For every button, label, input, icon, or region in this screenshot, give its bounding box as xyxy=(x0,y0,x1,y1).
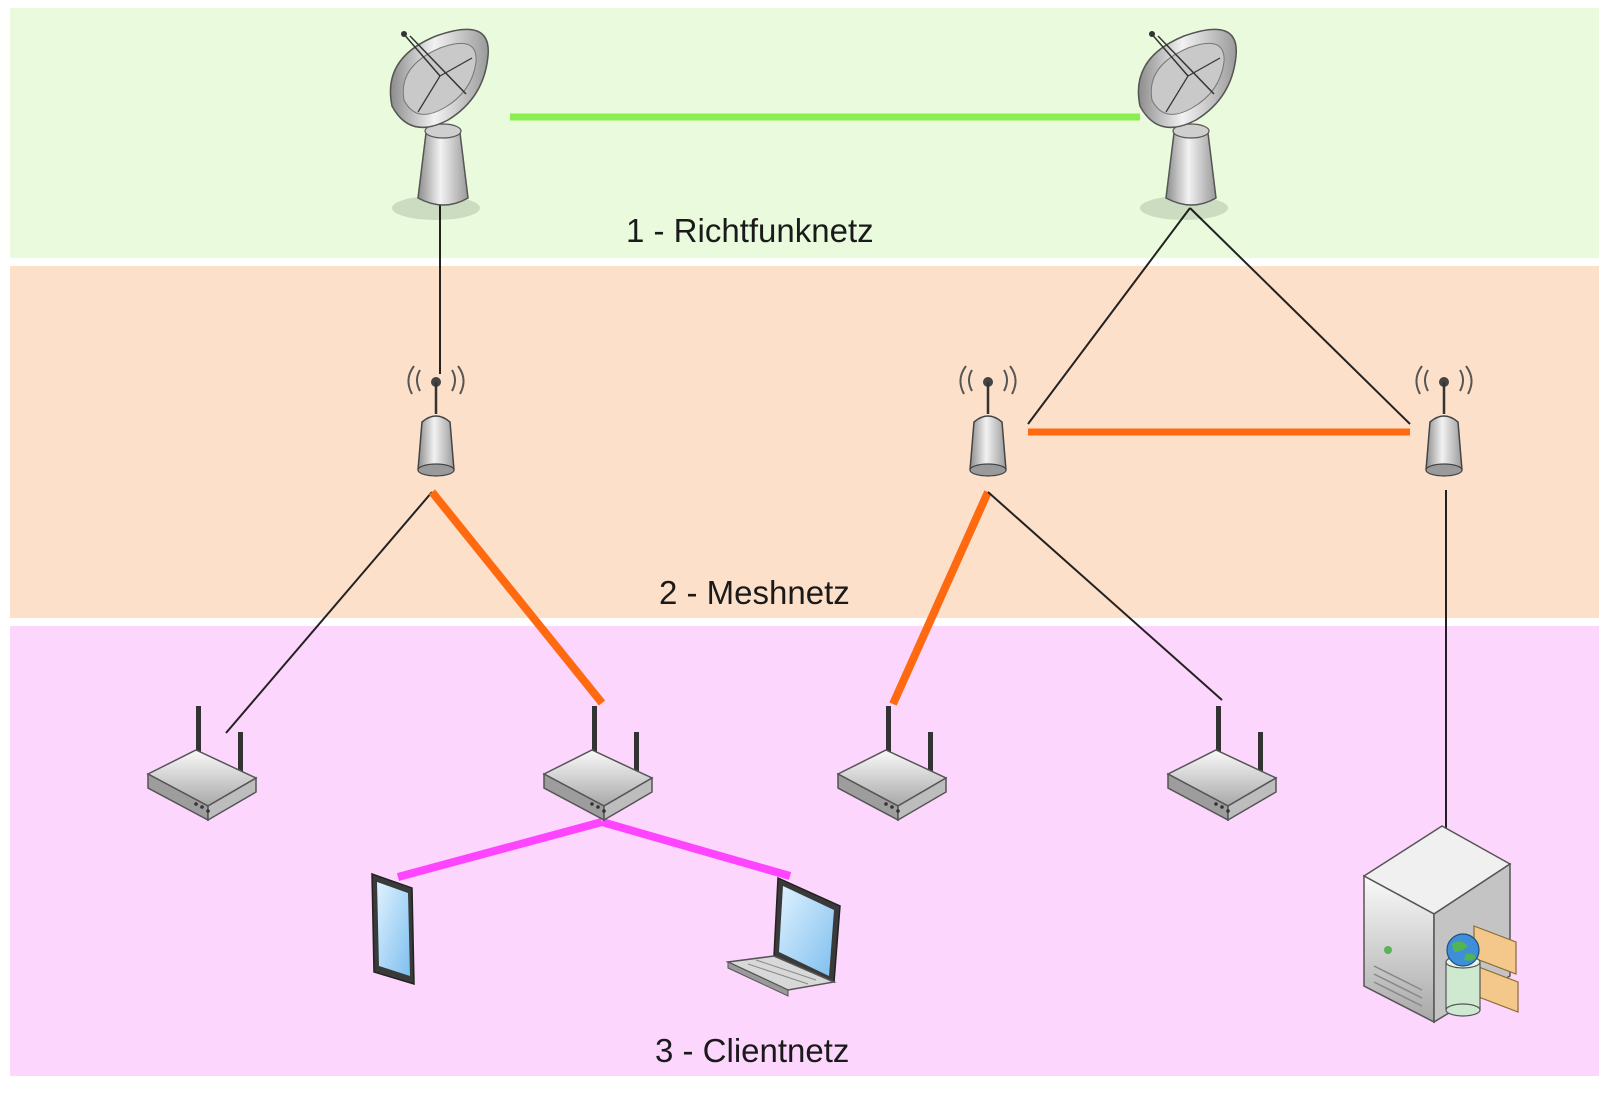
link-mesh-mid-to-router-3 xyxy=(889,490,992,706)
link-mesh-left-to-router-2 xyxy=(428,489,606,706)
link-router-2-to-laptop xyxy=(600,818,792,880)
server-icon xyxy=(1362,825,1519,1024)
layer-label-richtfunk: 1 - Richtfunknetz xyxy=(626,212,874,249)
laptop-icon xyxy=(725,876,841,997)
link-mesh-left-to-router-1 xyxy=(225,491,433,734)
layer-band-richtfunk xyxy=(10,8,1599,258)
link-dish-right-to-mesh-right xyxy=(1189,207,1411,425)
layer-label-mesh: 2 - Meshnetz xyxy=(659,574,850,611)
links xyxy=(225,113,1447,881)
link-router-2-to-tablet xyxy=(396,818,604,881)
layer-band-mesh xyxy=(10,266,1599,618)
layer-band-client xyxy=(10,626,1599,1076)
link-dish-right-to-mesh-mid xyxy=(1027,207,1191,425)
layer-label-client: 3 - Clientnetz xyxy=(655,1032,849,1069)
tablet-icon xyxy=(371,872,415,986)
link-mesh-mid-to-router-4 xyxy=(987,491,1223,701)
